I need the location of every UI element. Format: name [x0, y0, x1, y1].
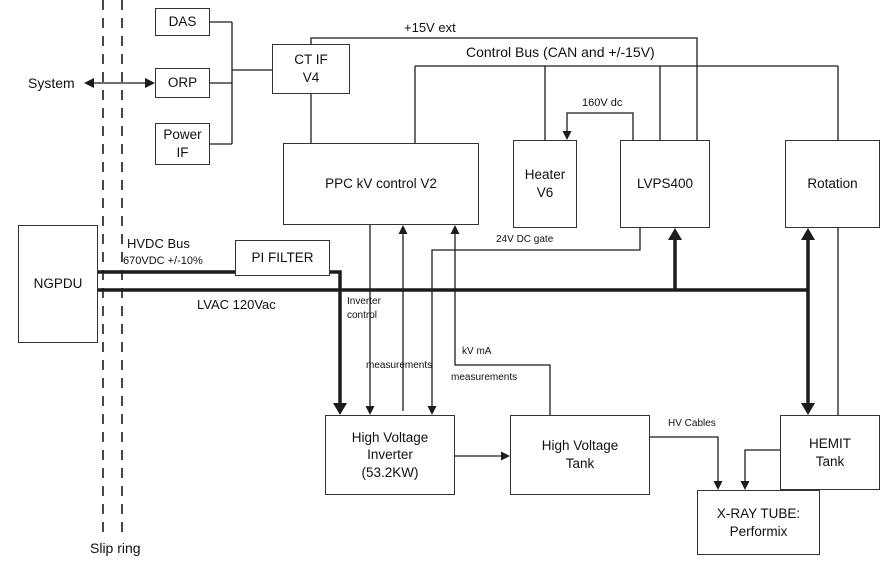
box-pi-filter: PI FILTER — [235, 240, 330, 276]
rotation-label: Rotation — [807, 176, 858, 192]
label-hvdc-bus: HVDC Bus — [127, 236, 190, 251]
box-lvps400: LVPS400 — [620, 140, 710, 228]
power-if-label-line2: IF — [176, 145, 189, 160]
power-bus-arrowheads — [333, 228, 815, 415]
box-heater-v6: Heater V6 — [513, 140, 577, 228]
label-inverter-control: Inverter control — [347, 295, 381, 322]
box-hemit-tank: HEMIT Tank — [780, 415, 880, 490]
heater-label-line1: Heater — [524, 167, 566, 183]
label-160v-dc: 160V dc — [582, 97, 623, 109]
box-hv-tank: High Voltage Tank — [510, 415, 650, 495]
hv-tank-label-line1: High Voltage — [541, 438, 619, 454]
box-das: DAS — [155, 8, 210, 36]
hv-inverter-label-line2: Inverter — [367, 447, 413, 463]
box-hv-inverter: High Voltage Inverter (53.2KW) — [325, 415, 455, 495]
label-15v-ext: +15V ext — [404, 20, 456, 35]
box-rotation: Rotation — [785, 140, 880, 228]
pi-filter-label: PI FILTER — [251, 250, 314, 266]
box-ct-if-v4: CT IF V4 — [272, 44, 350, 94]
hv-tank-label-line2: Tank — [565, 456, 595, 471]
label-lvac: LVAC 120Vac — [197, 297, 276, 312]
xray-tube-label-line2: Performix — [729, 523, 788, 539]
slip-ring-dashed-lines — [102, 0, 123, 532]
das-label: DAS — [168, 14, 197, 30]
label-system: System — [28, 75, 75, 91]
hv-inverter-label-line1: High Voltage — [351, 429, 429, 445]
heater-label-line2: V6 — [536, 185, 554, 200]
box-xray-tube: X-RAY TUBE: Performix — [697, 490, 820, 555]
label-tank-measurements: measurements — [451, 372, 518, 383]
label-24v-dc-gate: 24V DC gate — [496, 234, 554, 245]
hemit-label-line1: HEMIT — [809, 435, 851, 451]
box-ppc-kv-control: PPC kV control V2 — [283, 143, 479, 225]
label-control-bus: Control Bus (CAN and +/-15V) — [466, 44, 655, 60]
label-hv-cables: HV Cables — [668, 418, 716, 429]
orp-label: ORP — [167, 75, 198, 91]
label-inverter-control-line2: control — [347, 309, 378, 321]
box-orp: ORP — [155, 68, 210, 98]
lvps400-label: LVPS400 — [636, 176, 694, 192]
label-kv-ma: kV mA — [462, 346, 492, 357]
label-hvdc-rating: 670VDC +/-10% — [123, 255, 203, 267]
ct-if-label-line1: CT IF — [294, 52, 328, 68]
ngpdu-label: NGPDU — [33, 276, 83, 292]
ppc-label: PPC kV control V2 — [325, 176, 437, 192]
signal-arrowheads — [84, 78, 750, 490]
label-inverter-measurements: measurements — [366, 360, 433, 371]
signal-lines — [92, 21, 839, 484]
hv-inverter-label-line3: (53.2KW) — [361, 464, 419, 480]
label-slip-ring: Slip ring — [90, 540, 141, 556]
hemit-label-line2: Tank — [815, 453, 845, 469]
box-ngpdu: NGPDU — [18, 225, 98, 343]
power-bus-lines — [98, 236, 810, 406]
power-if-label-line1: Power — [163, 127, 202, 143]
label-inverter-control-line1: Inverter — [347, 296, 381, 307]
ct-if-label-line2: V4 — [302, 70, 320, 85]
box-power-if: Power IF — [155, 123, 210, 165]
xray-tube-label-line1: X-RAY TUBE: — [716, 505, 801, 521]
